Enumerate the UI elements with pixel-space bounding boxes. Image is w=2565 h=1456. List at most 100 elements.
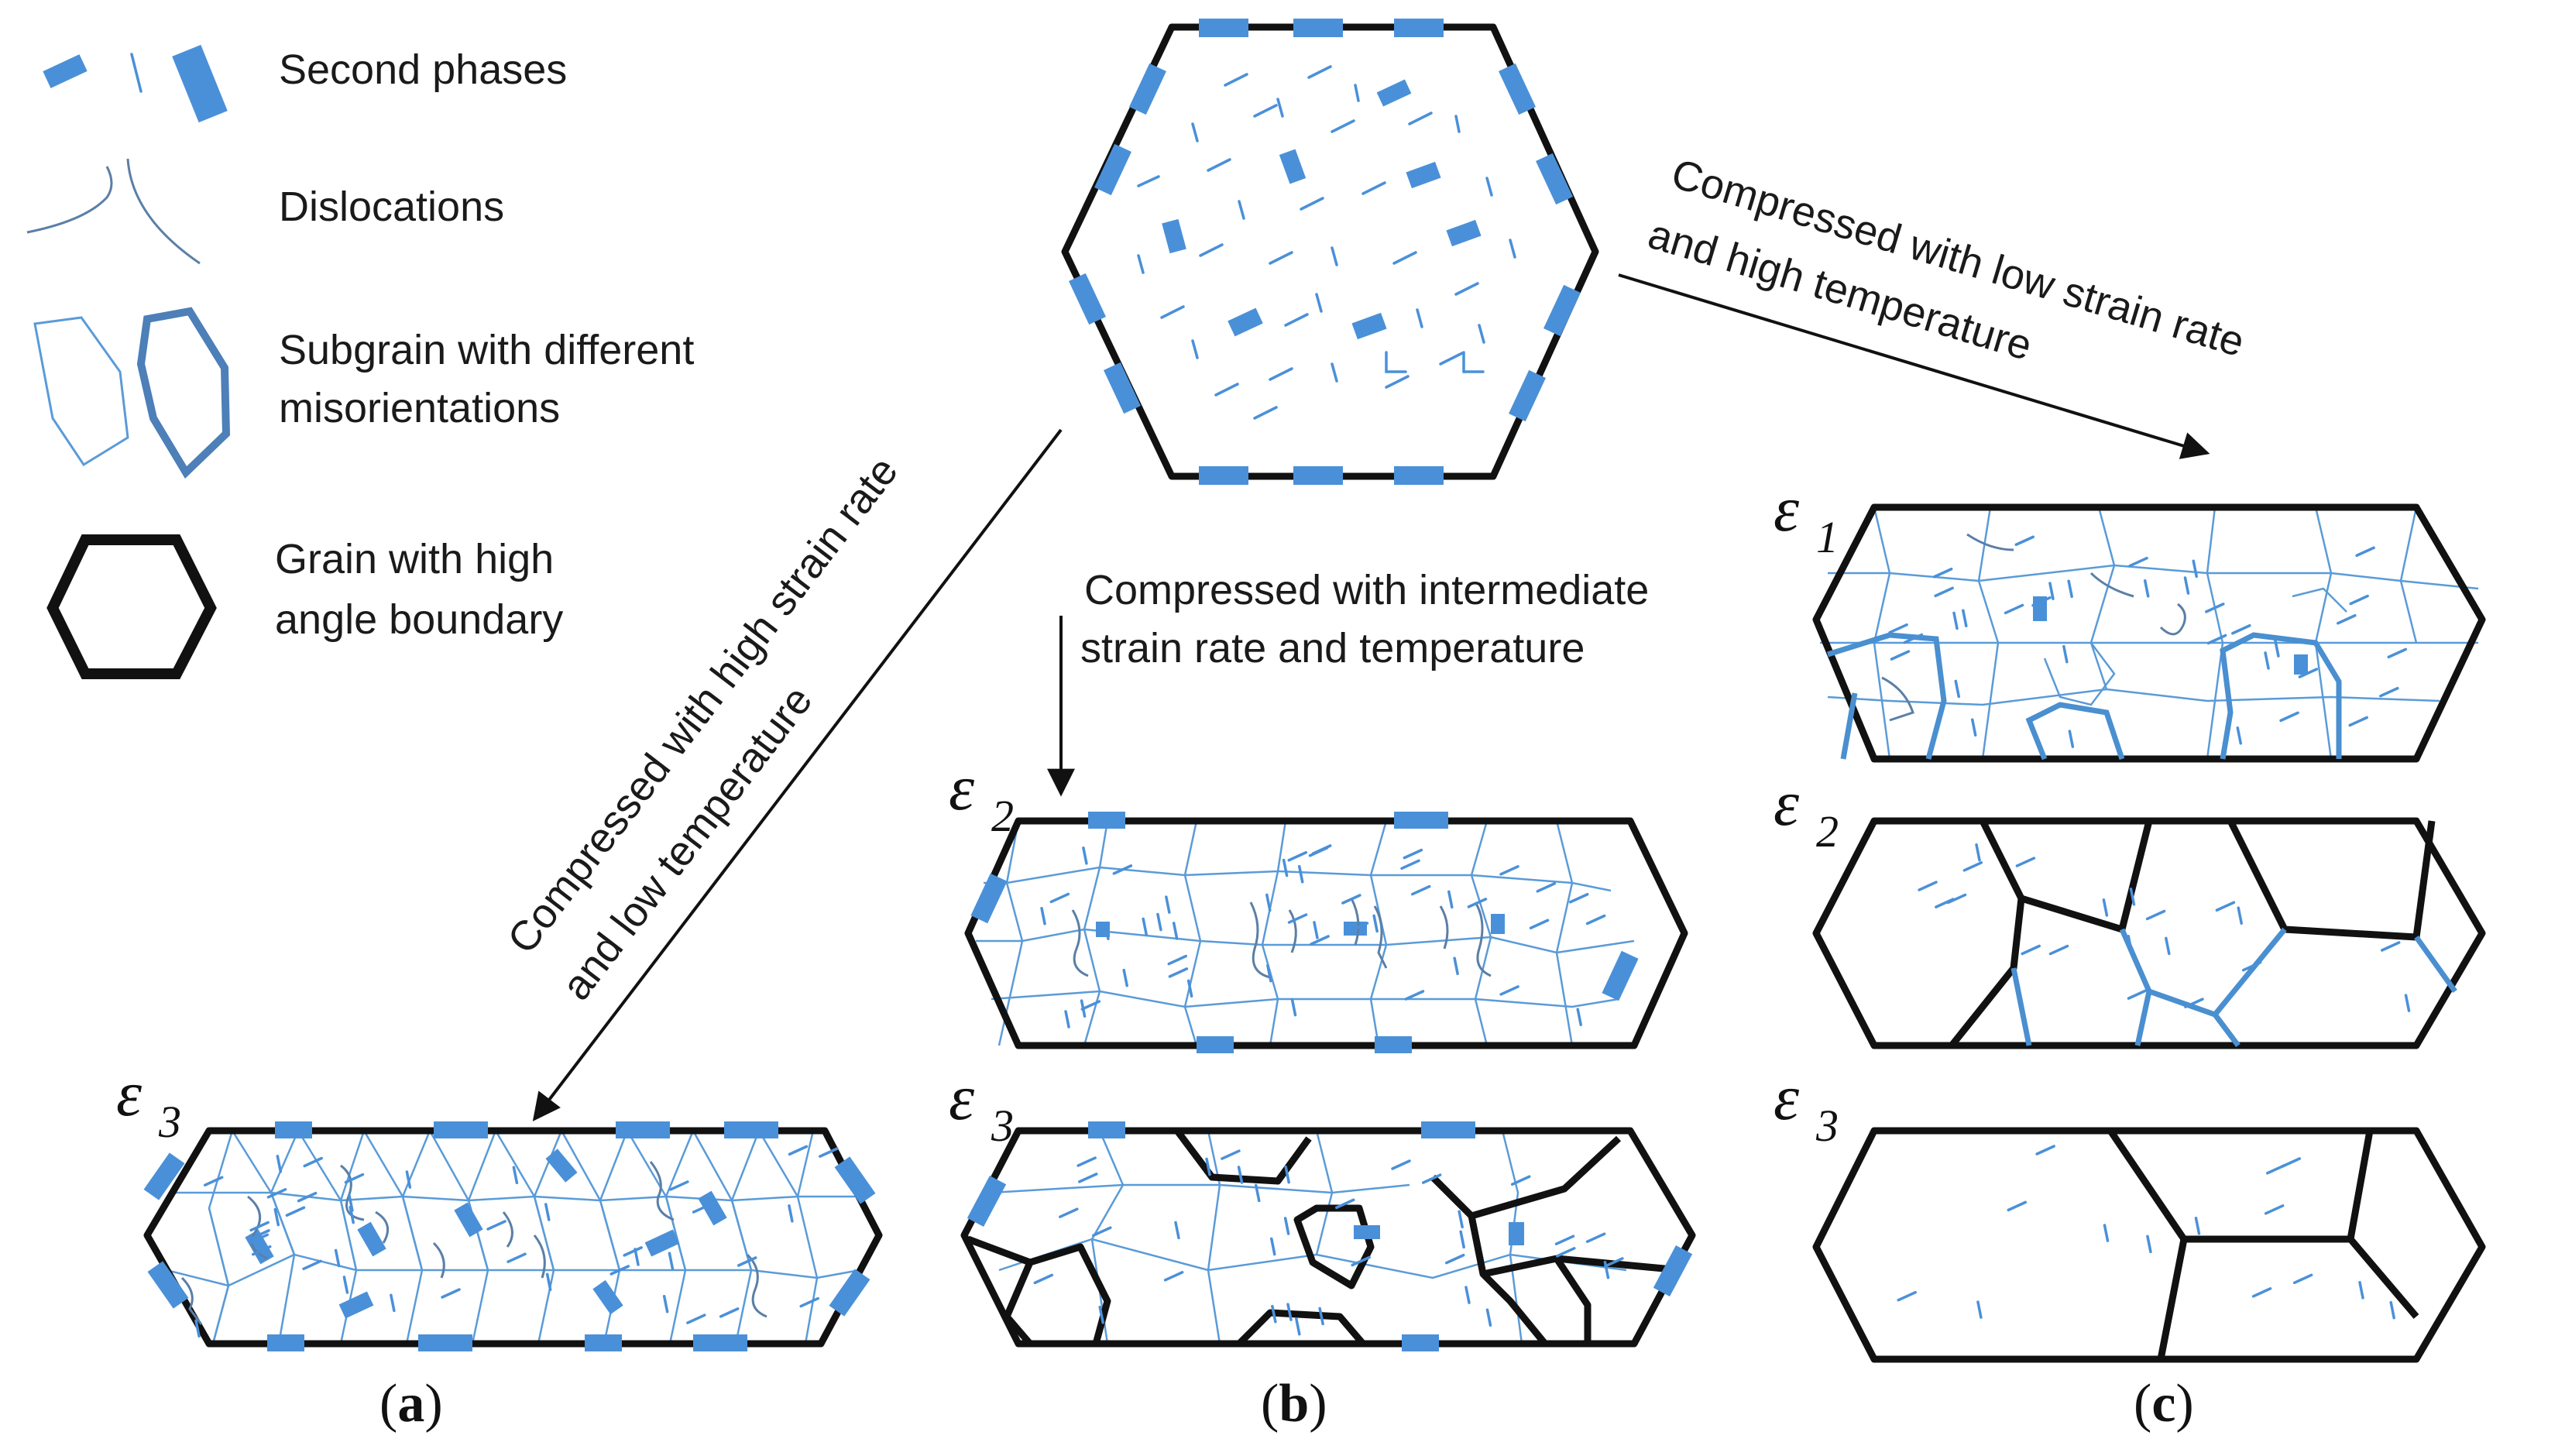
dislocation-dash xyxy=(266,1188,287,1199)
dislocation-dash xyxy=(2264,651,2270,670)
initial-grain-boundary xyxy=(1061,23,1599,480)
panel-a-grain: ε 3 xyxy=(116,1058,883,1351)
dislocation-dash xyxy=(2068,730,2075,748)
dislocation-dash xyxy=(662,1295,669,1313)
dislocation-dash xyxy=(2035,1145,2055,1156)
dislocation-dash xyxy=(273,1207,280,1227)
panel-a-subgrain-network xyxy=(166,1130,860,1344)
panel-b-eps2-dislocations xyxy=(1071,898,1492,979)
dislocation-dash xyxy=(390,1293,396,1313)
dislocation-dash xyxy=(405,1170,412,1189)
dislocation-dash xyxy=(2251,1287,2272,1298)
dislocation-dash xyxy=(2062,644,2069,664)
dislocation-dash xyxy=(544,1203,551,1221)
dislocation-dash xyxy=(788,1145,809,1156)
dislocation-dash xyxy=(2355,546,2375,558)
dislocation-dash xyxy=(1585,914,1606,925)
dislocation-dash xyxy=(1918,881,1938,891)
dislocation-dash xyxy=(1156,912,1162,932)
dislocation-dash xyxy=(2292,1273,2313,1285)
dislocation-dash xyxy=(1318,1307,1324,1326)
dislocation-dash xyxy=(1078,1173,1098,1183)
dislocation-dash xyxy=(249,1221,270,1232)
dislocation-dash xyxy=(1458,1210,1464,1229)
dislocation-dash xyxy=(252,1245,272,1256)
dislocation-dash xyxy=(1975,843,1981,862)
dislocation-dash xyxy=(1568,892,1589,904)
dislocation-dash xyxy=(2021,944,2041,956)
dislocation-dash xyxy=(819,1147,839,1158)
panel-c-eps3-hab-network xyxy=(2107,1128,2419,1360)
panel-b-eps3-grain: ε 3 xyxy=(949,1062,1696,1351)
initial-grain xyxy=(1061,19,1599,485)
panel-b-eps3-grain-boundary xyxy=(960,1127,1696,1348)
dislocation-dash xyxy=(2387,647,2408,659)
dislocation-dash xyxy=(1499,985,1519,996)
panel-b-eps2-symbol: ε xyxy=(949,752,975,824)
dislocation-dash xyxy=(2274,639,2280,658)
dislocation-dash xyxy=(1467,898,1488,908)
dislocation-dash xyxy=(2206,634,2227,645)
dislocation-dash xyxy=(2379,686,2399,698)
panel-c-eps2-subscript: 2 xyxy=(1816,806,1839,857)
dislocation-dash xyxy=(2183,576,2190,595)
dislocation-dash xyxy=(2231,623,2251,635)
dislocation-dash xyxy=(788,1204,794,1223)
dislocation-dash xyxy=(634,1248,640,1266)
panel-labels: (a) (b) (c) xyxy=(379,1374,2194,1434)
dislocation-dash xyxy=(2007,1200,2028,1212)
dislocation-dash xyxy=(2205,603,2225,613)
dislocation-dash xyxy=(686,1313,706,1324)
dislocation-dash xyxy=(799,1296,819,1308)
dislocation-dash xyxy=(1400,859,1420,871)
dislocation-dash xyxy=(194,1319,201,1338)
arrow-b-label-1: Compressed with intermediate xyxy=(1084,567,1649,613)
dislocation-dash xyxy=(1033,1273,1054,1285)
arrow-b-label-2: strain rate and temperature xyxy=(1080,625,1585,671)
dislocation-dash xyxy=(1554,1235,1575,1245)
dislocation-dash xyxy=(1556,1247,1576,1258)
dislocation-dash xyxy=(2337,613,2357,625)
dislocation-dash xyxy=(1897,1290,1917,1302)
dislocation-dash xyxy=(1976,1300,1983,1319)
dislocation-dash xyxy=(609,1265,630,1276)
dislocation-dash xyxy=(1283,1217,1290,1235)
panel-a-interior-phases xyxy=(245,1149,727,1319)
dislocation-dash xyxy=(2380,941,2401,952)
dislocation-dash xyxy=(1954,679,1961,699)
panel-b-eps2-subgrain-network xyxy=(976,820,1635,1046)
dislocation-dash xyxy=(2004,603,2024,615)
dislocation-dash xyxy=(1351,1255,1371,1267)
dislocation-dash xyxy=(1287,850,1308,862)
dislocation-dash xyxy=(669,1180,689,1191)
panel-c-eps1-subgrain-network xyxy=(1820,507,2479,760)
dislocation-dash xyxy=(506,1252,527,1263)
panel-c-eps3-grain-boundary xyxy=(1812,1127,2486,1363)
arrow-to-c xyxy=(1618,273,2210,459)
dislocation-dash xyxy=(302,1259,322,1271)
arrow-to-a xyxy=(532,428,1063,1121)
arrow-a-label-1: Compressed with high strain rate xyxy=(499,448,907,963)
dislocation-dash xyxy=(2127,935,2134,953)
dislocation-dash xyxy=(1946,893,1967,905)
dislocation-dash xyxy=(1536,882,1557,893)
panel-a-grain-boundary xyxy=(143,1127,883,1348)
dislocation-dash xyxy=(1172,922,1179,940)
dislocation-dash xyxy=(1932,567,1953,579)
dislocation-dash xyxy=(2143,579,2150,598)
dislocation-dash xyxy=(2241,960,2262,972)
dislocation-dash xyxy=(285,1206,306,1217)
legend-dislocations-label: Dislocations xyxy=(279,184,504,230)
dislocation-dash xyxy=(1313,921,1319,939)
dislocation-dash xyxy=(344,1173,365,1184)
dislocation-dash xyxy=(1464,1286,1471,1304)
dislocation-dash xyxy=(250,1229,270,1240)
second-phases-icon xyxy=(43,44,228,123)
dislocation-dash xyxy=(2264,1204,2285,1215)
legend: Second phases Dislocations Subgrain with… xyxy=(26,44,694,679)
dislocation-dash xyxy=(303,1156,323,1168)
dislocation-dash xyxy=(692,1203,712,1214)
dislocation-dash xyxy=(1529,919,1550,930)
dislocation-dash xyxy=(1092,1226,1112,1237)
dislocation-dash xyxy=(1453,956,1459,976)
